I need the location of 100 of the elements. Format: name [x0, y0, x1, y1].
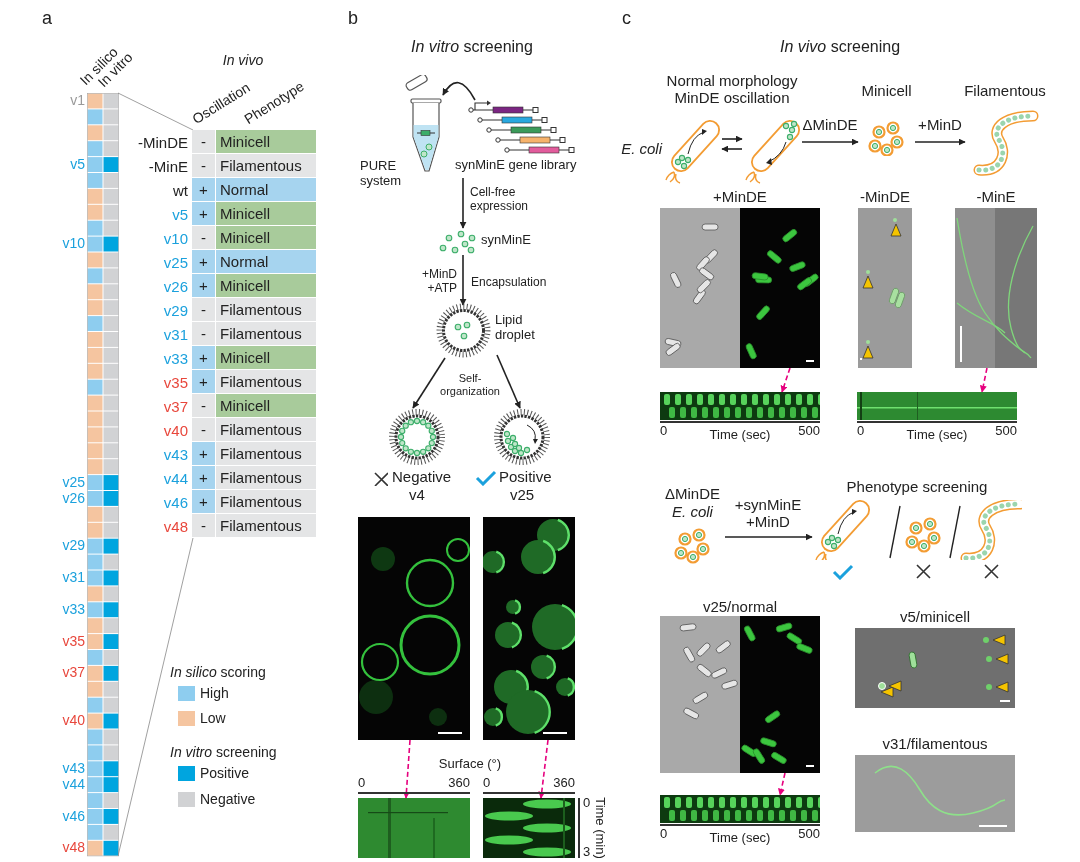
row-label: v43	[163, 446, 188, 464]
oscillation-cell: -	[192, 418, 215, 441]
node-label: Lipid droplet	[495, 313, 536, 343]
oscillation-cell: -	[192, 514, 215, 537]
legend-title: In vitro screening	[170, 744, 277, 761]
node-label: +MinDE	[713, 188, 767, 206]
row-label: v5	[172, 206, 188, 224]
phenotype-cell: Filamentous	[216, 442, 316, 465]
arrow	[721, 145, 743, 153]
arrow	[412, 357, 446, 409]
phenotype-cell: Minicell	[216, 274, 316, 297]
panel-letter: b	[348, 8, 358, 29]
phenotype-cell: Minicell	[216, 226, 316, 249]
oscillation-cell: +	[192, 346, 215, 369]
row-label: v48	[163, 518, 188, 536]
oscillation-cell: +	[192, 250, 215, 273]
edge-label: Cell-free expression	[470, 186, 530, 214]
panel-letter: c	[622, 8, 631, 29]
tick-label: 0	[483, 776, 491, 791]
edge-label: Encapsulation	[471, 276, 547, 290]
species-label: E. coli	[621, 140, 662, 158]
tick-label: 0	[358, 776, 366, 791]
edge-label: +MinD	[918, 116, 962, 134]
arrow	[914, 138, 966, 146]
oscillation-cell: -	[192, 154, 215, 177]
phenotype-cell: Filamentous	[216, 466, 316, 489]
tick-label: 500	[798, 424, 820, 439]
node-label: -MinE	[976, 188, 1016, 206]
tick-label: 0	[660, 827, 668, 842]
phenotype-cell: Filamentous	[216, 154, 316, 177]
phenotype-cell: Filamentous	[216, 514, 316, 537]
node-label: Filamentous	[964, 82, 1046, 100]
micrograph-image	[358, 517, 470, 740]
phenotype-cell: Minicell	[216, 202, 316, 225]
phenotype-cell: Filamentous	[216, 370, 316, 393]
row-label: v35	[163, 374, 188, 392]
node-label: v4	[409, 486, 425, 504]
oscillation-cell: +	[192, 466, 215, 489]
condition-label: +MinD +ATP	[421, 268, 457, 296]
row-label: v29	[62, 537, 85, 554]
node-label: v5/minicell	[900, 608, 970, 626]
oscillation-cell: +	[192, 202, 215, 225]
node-label: v25	[509, 486, 535, 504]
oscillation-cell: +	[192, 370, 215, 393]
tick-label: 0	[583, 796, 591, 811]
tick-label: 0	[857, 424, 865, 439]
row-label: v25	[62, 473, 85, 490]
phenotype-cell: Minicell	[216, 130, 316, 153]
row-label: v40	[62, 712, 85, 729]
legend-label: Positive	[200, 765, 250, 782]
panel-title: In vivo screening	[779, 38, 901, 57]
column-header: In vivo	[222, 52, 264, 69]
arrow	[459, 254, 467, 306]
row-label: -MinDE	[138, 134, 188, 152]
row-label: v44	[62, 775, 85, 792]
row-label: v31	[163, 326, 188, 344]
node-label: Positive	[499, 468, 552, 486]
row-label: v5	[70, 155, 85, 172]
arrow	[459, 177, 467, 229]
kymograph-image	[358, 798, 470, 858]
row-label: v40	[163, 422, 188, 440]
edge-label: ΔMinDE	[802, 116, 858, 134]
row-label: v44	[163, 470, 188, 488]
oscillation-cell: +	[192, 178, 215, 201]
row-label: v10	[62, 235, 85, 252]
node-label: v25/normal	[702, 598, 778, 616]
row-label: v25	[163, 254, 188, 272]
row-label: v26	[163, 278, 188, 296]
node-label: Phenotype screening	[846, 478, 988, 496]
legend-label: High	[200, 685, 229, 702]
kymograph-image	[660, 795, 820, 823]
oscillation-cell: +	[192, 442, 215, 465]
phenotype-cell: Filamentous	[216, 490, 316, 513]
panel-title: In vitro screening	[411, 38, 533, 57]
row-label: wt	[173, 182, 188, 200]
row-label: v26	[62, 489, 85, 506]
dashed-arrow	[979, 367, 988, 393]
row-label: v43	[62, 759, 85, 776]
arrow	[724, 533, 813, 541]
oscillation-cell: -	[192, 226, 215, 249]
arrow	[721, 135, 743, 143]
row-label: v33	[62, 600, 85, 617]
arrow	[496, 354, 521, 409]
dashed-arrow	[402, 739, 411, 799]
node-label: E. coli	[672, 503, 713, 521]
node-label: synMinE	[481, 233, 531, 248]
row-label: v48	[62, 839, 85, 856]
axis-label: Surface (°)	[438, 757, 502, 772]
tick-label: 3	[583, 845, 591, 860]
edge-label: +synMinE +MinD	[733, 496, 803, 531]
kymograph-image	[483, 798, 575, 858]
micrograph-image	[483, 517, 575, 740]
phenotype-cell: Filamentous	[216, 418, 316, 441]
phenotype-cell: Filamentous	[216, 298, 316, 321]
kymograph-image	[660, 392, 820, 420]
phenotype-cell: Normal	[216, 178, 316, 201]
oscillation-cell: -	[192, 394, 215, 417]
dashed-arrow	[778, 772, 786, 796]
curved-arrow	[442, 81, 476, 101]
row-label: v46	[163, 494, 188, 512]
